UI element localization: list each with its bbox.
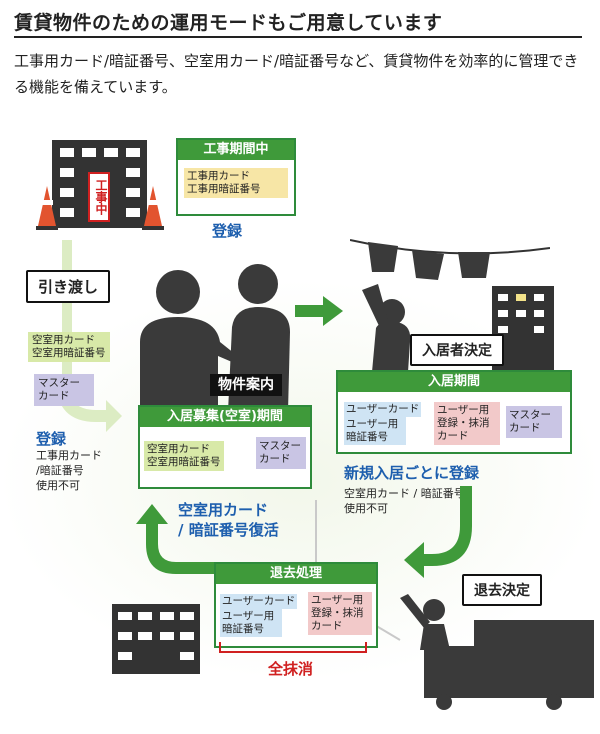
flow-arrow-curve-up bbox=[136, 504, 216, 574]
handover-label: 引き渡し bbox=[26, 270, 111, 303]
flow-arrow-curve-down bbox=[404, 486, 472, 578]
construction-period-box: 工事期間中 工事用カード 工事用暗証番号 bbox=[176, 138, 296, 216]
occupancy-user-card: ユーザーカード bbox=[344, 402, 422, 417]
occupancy-disabled-note: 空室用カード / 暗証番号 使用不可 bbox=[344, 486, 465, 516]
recruitment-master-card: マスターカード bbox=[256, 437, 306, 469]
occupancy-period-title: 入居期間 bbox=[338, 372, 570, 392]
occupancy-master-card: マスターカード bbox=[506, 406, 562, 438]
laundry-silhouette bbox=[350, 239, 550, 372]
building-icon bbox=[112, 604, 200, 674]
recruitment-period-title: 入居募集(空室)期間 bbox=[140, 407, 310, 427]
handover-disabled-line3: 使用不可 bbox=[36, 479, 80, 492]
move-out-user-card: ユーザーカード bbox=[220, 594, 298, 609]
move-out-decision-label: 退去決定 bbox=[462, 574, 542, 606]
flow-arrow-down bbox=[56, 240, 122, 432]
occupancy-disabled-line2: 使用不可 bbox=[344, 502, 388, 515]
occupancy-user-pin: ユーザー用暗証番号 bbox=[344, 417, 406, 445]
handover-master-card: マスターカード bbox=[34, 374, 94, 406]
traffic-cone-icon bbox=[36, 186, 58, 230]
recruitment-vacant-pin: 空室用暗証番号 bbox=[147, 456, 221, 468]
handover-vacant-card: 空室用カード bbox=[32, 334, 95, 346]
showing-label: 物件案内 bbox=[210, 374, 282, 396]
construction-pin: 工事用暗証番号 bbox=[187, 183, 261, 195]
construction-period-title: 工事期間中 bbox=[178, 140, 294, 160]
handover-disabled-note: 工事用カード /暗証番号 使用不可 bbox=[36, 448, 102, 493]
title-divider bbox=[14, 36, 582, 38]
handover-disabled-line1: 工事用カード bbox=[36, 449, 102, 462]
recruitment-period-box: 入居募集(空室)期間 空室用カード 空室用暗証番号 マスターカード bbox=[138, 405, 312, 489]
construction-sign: 工事中 bbox=[88, 172, 110, 222]
restore-line1: 空室用カード bbox=[178, 501, 269, 519]
move-in-decision-label: 入居者決定 bbox=[410, 334, 504, 366]
erase-bracket bbox=[219, 642, 367, 653]
occupancy-disabled-line1: 空室用カード / 暗証番号 bbox=[344, 487, 465, 500]
construction-card: 工事用カード bbox=[187, 170, 250, 182]
handover-vacant-pin: 空室用暗証番号 bbox=[32, 347, 106, 359]
handover-disabled-line2: /暗証番号 bbox=[36, 464, 84, 477]
traffic-cone-icon bbox=[142, 186, 164, 230]
occupancy-user-reg-card: ユーザー用登録・抹消カード bbox=[434, 402, 500, 445]
move-out-box: 退去処理 ユーザーカード ユーザー用暗証番号 ユーザー用登録・抹消カード bbox=[214, 562, 378, 648]
flow-arrow-right bbox=[295, 296, 343, 326]
page-title: 賃貸物件のための運用モードもご用意しています bbox=[14, 12, 443, 34]
recruitment-vacant-card: 空室用カード bbox=[147, 443, 210, 455]
new-register-label: 新規入居ごとに登録 bbox=[344, 464, 480, 482]
move-out-title: 退去処理 bbox=[216, 564, 376, 584]
construction-register-label: 登録 bbox=[212, 222, 243, 240]
restore-note: 空室用カード / 暗証番号復活 bbox=[178, 500, 279, 540]
move-out-user-pin: ユーザー用暗証番号 bbox=[220, 609, 282, 637]
restore-line2: / 暗証番号復活 bbox=[178, 521, 279, 539]
move-out-user-reg-card: ユーザー用登録・抹消カード bbox=[308, 592, 372, 635]
occupancy-period-box: 入居期間 ユーザーカード ユーザー用暗証番号 ユーザー用登録・抹消カード マスタ… bbox=[336, 370, 572, 454]
moving-truck-silhouette bbox=[400, 594, 594, 710]
handover-vacant-note: 空室用カード 空室用暗証番号 bbox=[28, 332, 110, 362]
handover-register-label: 登録 bbox=[36, 430, 67, 448]
intro-text: 工事用カード/暗証番号、空室用カード/暗証番号など、賃貸物件を効率的に管理できる… bbox=[14, 52, 579, 96]
erase-all-label: 全抹消 bbox=[268, 660, 314, 678]
